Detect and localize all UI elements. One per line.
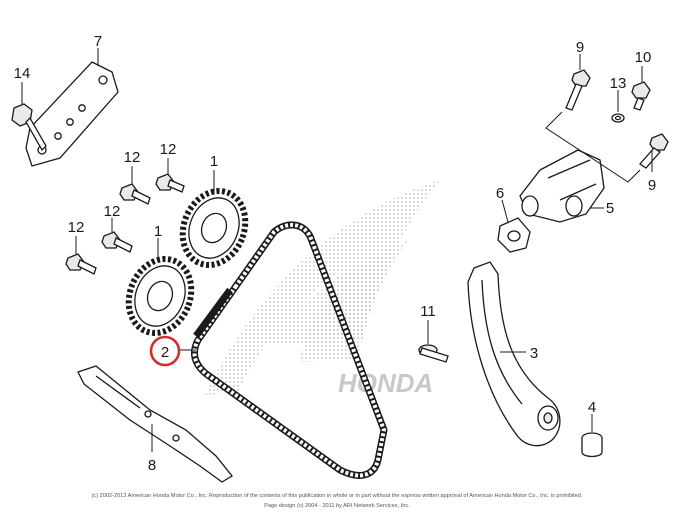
callout-2-highlight[interactable]: 2	[149, 335, 181, 367]
callout-3[interactable]: 3	[530, 345, 538, 362]
part-10-bolt[interactable]	[631, 66, 651, 111]
part-9-bolt-lower[interactable]	[639, 133, 669, 172]
part-5-tensioner-lifter[interactable]	[519, 149, 605, 223]
part-8-chain-guide[interactable]	[77, 365, 233, 483]
part-12-bolt-d[interactable]	[101, 218, 133, 253]
part-13-washer[interactable]	[611, 90, 625, 123]
callout-11[interactable]: 11	[420, 303, 436, 320]
callout-13[interactable]: 13	[610, 75, 627, 92]
copyright-line-1: (c) 2002-2013 American Honda Motor Co., …	[92, 493, 583, 499]
part-7-bracket[interactable]	[25, 48, 119, 167]
part-6-gasket[interactable]	[497, 199, 531, 253]
part-12-bolt-a[interactable]	[119, 166, 151, 205]
part-1-cam-sprocket-lower[interactable]	[118, 238, 202, 342]
highlight-ring	[149, 335, 181, 367]
callout-1-lower[interactable]: 1	[154, 223, 162, 240]
callout-7[interactable]: 7	[94, 33, 102, 50]
part-1-cam-sprocket-upper[interactable]	[172, 170, 256, 274]
part-4-collar[interactable]	[581, 414, 603, 458]
callout-12-a[interactable]: 12	[124, 149, 141, 166]
part-12-bolt-c[interactable]	[65, 236, 97, 275]
part-2-cam-chain[interactable]	[180, 221, 388, 479]
part-9-bolt-upper[interactable]	[565, 54, 591, 111]
callout-12-c[interactable]: 12	[68, 219, 85, 236]
callout-10[interactable]: 10	[635, 49, 652, 66]
watermark-text: HONDA	[338, 368, 433, 398]
callout-8[interactable]: 8	[148, 457, 156, 474]
callout-6[interactable]: 6	[496, 185, 504, 202]
callout-4[interactable]: 4	[588, 399, 596, 416]
part-12-bolt-b[interactable]	[155, 158, 185, 193]
callout-5[interactable]: 5	[606, 200, 614, 217]
honda-wing-watermark: HONDA	[205, 180, 440, 398]
part-14-bolt[interactable]	[11, 82, 47, 152]
part-3-tensioner-arm[interactable]	[467, 261, 561, 447]
copyright-line-2: Page design (c) 2004 - 2011 by ARI Netwo…	[264, 503, 410, 509]
callout-labels: 7 14 12 12 1 12 12 1 8 11 3 4 5 6 9 10 1…	[14, 33, 657, 474]
part-11-bolt[interactable]	[418, 320, 449, 363]
assembly-line	[545, 111, 641, 183]
callout-12-b[interactable]: 12	[160, 141, 177, 158]
callout-14[interactable]: 14	[14, 65, 31, 82]
callout-9-lower[interactable]: 9	[648, 177, 656, 194]
callout-12-d[interactable]: 12	[104, 203, 121, 220]
callout-2[interactable]: 2	[161, 344, 169, 361]
callout-9-upper[interactable]: 9	[576, 39, 584, 56]
callout-1-upper[interactable]: 1	[210, 153, 218, 170]
